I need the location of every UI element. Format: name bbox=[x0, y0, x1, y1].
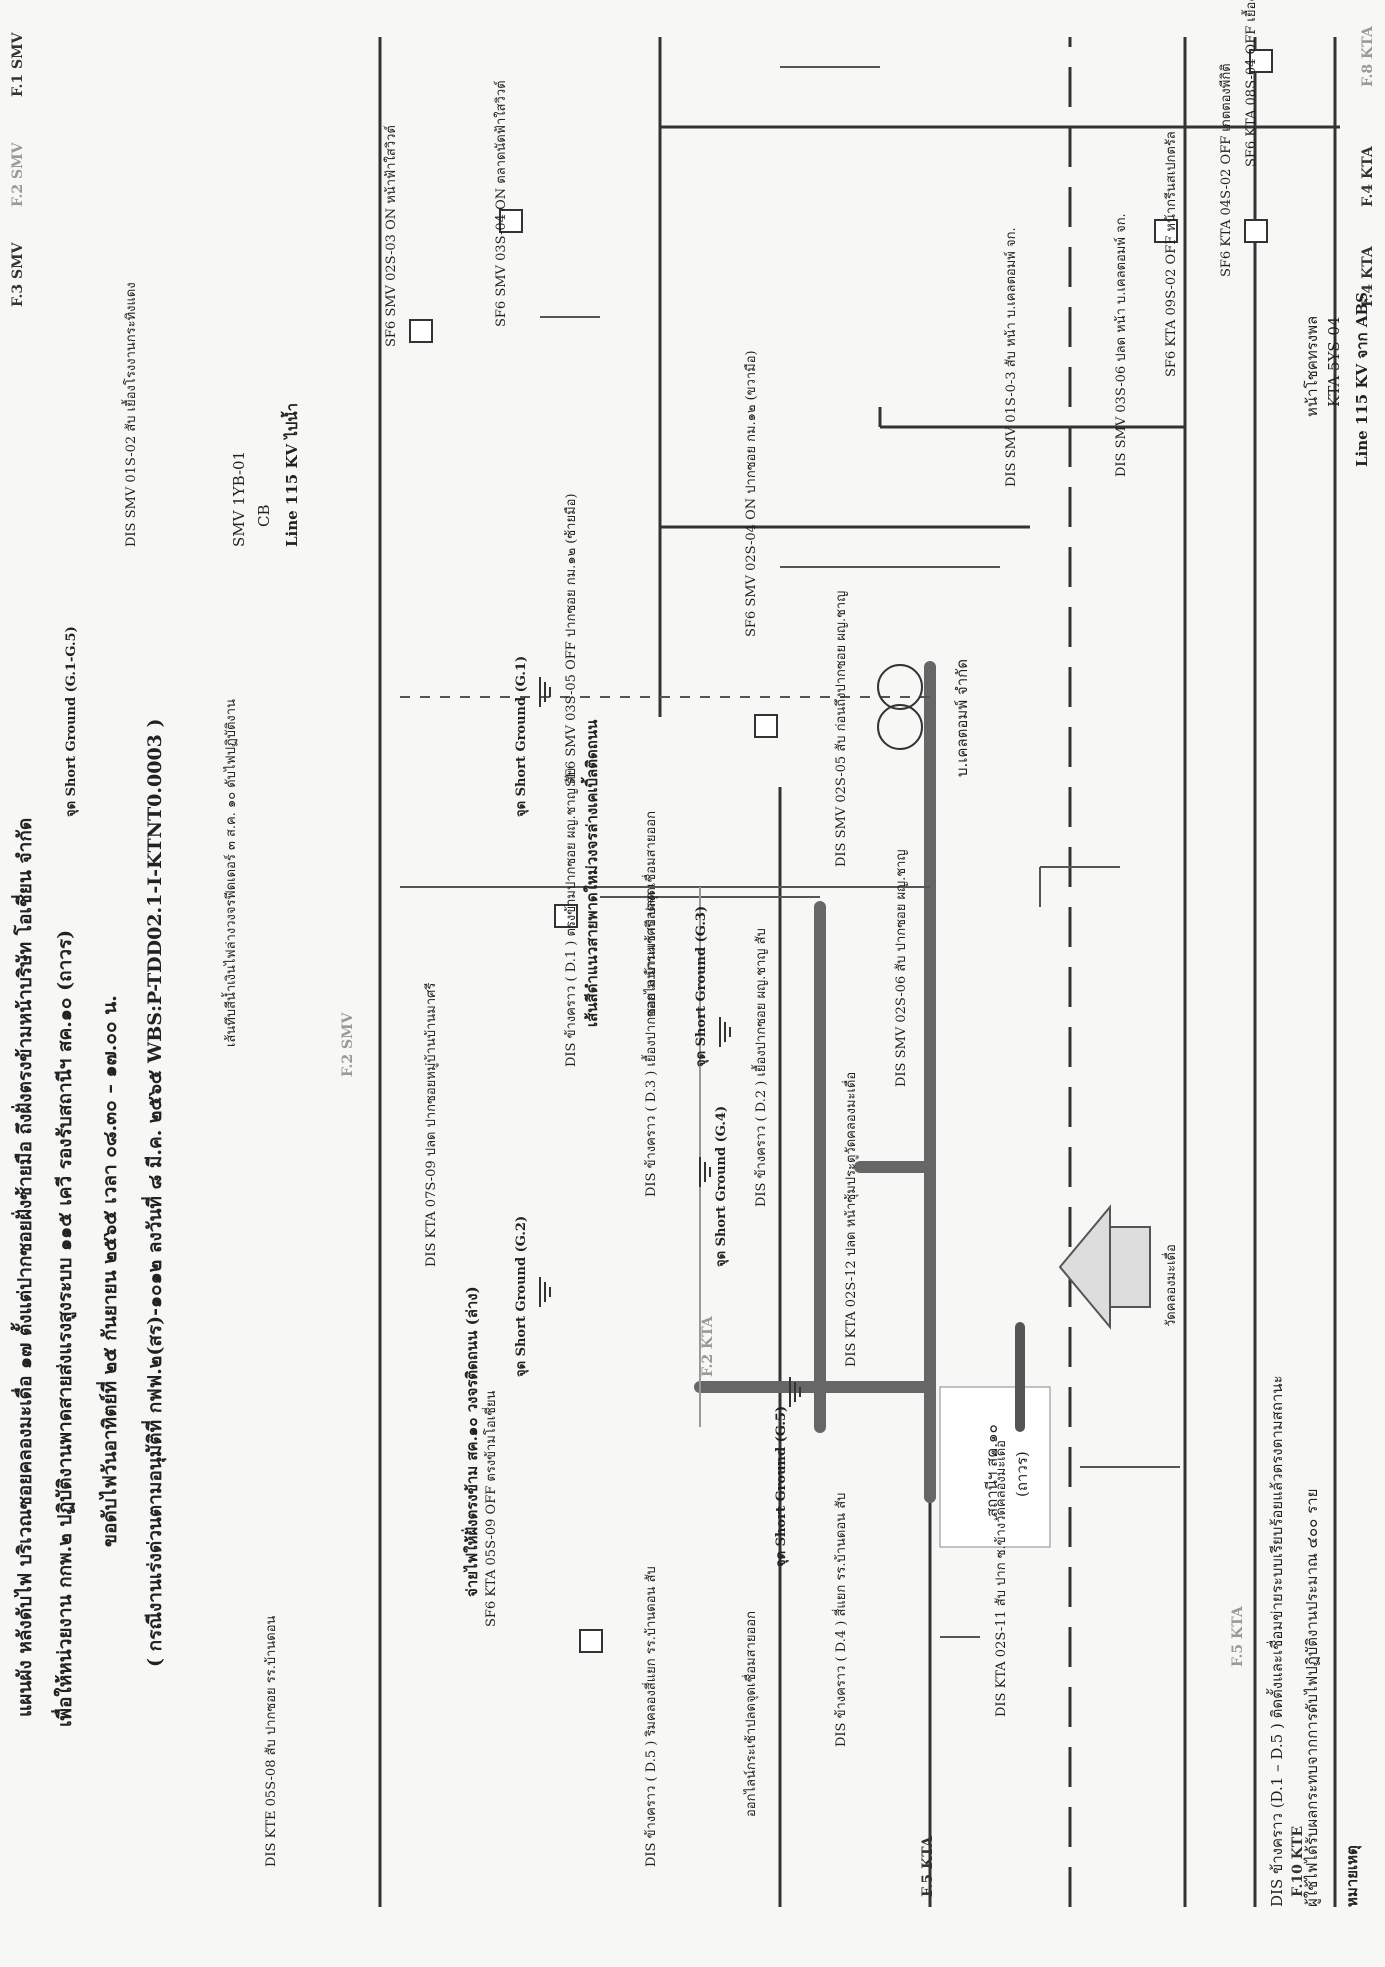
ground-g5 bbox=[789, 1377, 801, 1407]
ground-g2-label: จุด Short Ground (G.2) bbox=[514, 1215, 529, 1377]
feeder-f2-smv: F.2 SMV bbox=[340, 1012, 356, 1078]
line115-right-id: SMV 1YB-01 bbox=[230, 450, 248, 547]
sf6-kta05-09-box bbox=[579, 1629, 603, 1653]
ground-g4 bbox=[699, 1157, 711, 1187]
temple-label: วัดคลองมะเดื่อ bbox=[1164, 1244, 1179, 1327]
sw-smv01-03-label: DIS SMV 01S-0-3 สับ หน้า บ.เคลตอมพ์ จก. bbox=[1004, 227, 1019, 487]
sf6-kta04-box bbox=[1244, 219, 1268, 243]
sw-kta07-09-label: DIS KTA 07S-09 ปลด ปากซอยหมู่บ้านบ้านมาศ… bbox=[424, 982, 439, 1267]
line115-left-loc: หน้าโชคทรงพล bbox=[1303, 315, 1321, 417]
header-line2: เพื่อให้หน่วยงาน กกพ.๒ ปฏิบัติงานพาดสายส… bbox=[54, 929, 76, 1727]
header-line1: แผนผัง หลังดับไฟ บริเวณซอยคลองมะเดื่อ ๑๗… bbox=[14, 817, 36, 1717]
sw-smv02-05-label: DIS SMV 02S-05 สับ ก่อนถึงปากซอย ผญ.ชาญ bbox=[834, 590, 849, 867]
station-sub: (ถาวร) bbox=[1013, 1451, 1031, 1497]
ground-g3-label: จุด Short Ground (G.3) bbox=[694, 905, 709, 1067]
sw-smv03-04-label: SF6 SMV 03S-04 ON ตลาดนัดฟ้าใสวิวต์ bbox=[494, 80, 509, 327]
notes-n1: ผู้ใช้ไฟได้รับผลกระทบจากการดับไฟปฏิบัติง… bbox=[1303, 1488, 1321, 1907]
ground-g2 bbox=[539, 1277, 551, 1307]
feeder-f5-kta: F.5 KTA bbox=[920, 1836, 936, 1897]
open-cut-bottom: ออกไลน์กระเช้าปลดจุดเชื่อมสายออก bbox=[744, 1611, 759, 1817]
sw-smv01-02-label: DIS SMV 01S-02 สับ เยื้องโรงงานกระทิงแดง bbox=[124, 282, 139, 547]
sw-kta02-12-label: DIS KTA 02S-12 ปลด หน้าซุ้มประตูวัดคลองม… bbox=[844, 1071, 859, 1367]
transformer-label: บ.เคลตอมพ์ จำกัด bbox=[953, 659, 971, 777]
sf6-smv02-03-box bbox=[409, 319, 433, 343]
feeder-f1-smv: F.1 SMV bbox=[10, 32, 26, 98]
feeder-f2-kta: F.2 KTA bbox=[700, 1316, 716, 1377]
sw-kte05-08-label: DIS KTE 05S-08 สับ ปากซอย รร.บ้านดอน bbox=[264, 1615, 279, 1867]
sw-smv02-04-label: SF6 SMV 02S-04 ON ปากซอย กม.๑๒ (ขวามือ) bbox=[744, 350, 759, 637]
sf6-kta08-box bbox=[1249, 49, 1273, 73]
feeder-f4-kta-a: F.4 KTA bbox=[1360, 146, 1376, 207]
sw-smv03-05-label: SF6 SMV 03S-05 OFF ปากซอย กม.๑๒ (ซ้ายมือ… bbox=[564, 493, 579, 787]
jumper-d2: DIS ข้างคราว ( D.2 ) เยื้องปากซอย ผญ.ชาญ… bbox=[754, 928, 769, 1207]
ground-g1 bbox=[539, 677, 551, 707]
overhead-route-note: เส้นสีดำแนวสายพาดใหม่วงจรล่างเคเบิ้ลติดถ… bbox=[583, 719, 601, 1027]
ground-g1-label: จุด Short Ground (G.1) bbox=[514, 655, 529, 817]
ground-g4-label: จุด Short Ground (G.4) bbox=[714, 1105, 729, 1267]
sw-smv03-06-label: DIS SMV 03S-06 ปลด หน้า บ.เคลตอมพ์ จก. bbox=[1114, 213, 1129, 477]
line115-right-title: Line 115 KV ไปน้ำ bbox=[283, 402, 301, 547]
feeder-f3-smv: F.3 SMV bbox=[10, 242, 26, 308]
legend bbox=[1015, 866, 1120, 1432]
temple-icon bbox=[1058, 1204, 1151, 1330]
jumper-d4: DIS ข้างคราว ( D.4 ) สี่แยก รร.บ้านดอน ส… bbox=[834, 1492, 849, 1747]
ground-g3 bbox=[719, 1017, 731, 1047]
header-line4: ( กรณีงานเร่งด่วนตามอนุมัติที่ กฟฟ.๒(สร)… bbox=[144, 718, 166, 1667]
header-line3: ขอดับไฟวันอาทิตย์ที่ ๒๕ กันยายน ๒๕๖๕ เวล… bbox=[99, 995, 121, 1547]
open-cut-top: ออกไลน์กระเช้าปลดจุดเชื่อมสายออก bbox=[644, 811, 659, 1017]
pole-note: เส้นทึบสีน้ำเงินไฟล่างวงจรฟีดเดอร์ ๓ ส.ค… bbox=[224, 699, 239, 1047]
feeder-f8-kta: F.8 KTA bbox=[1360, 26, 1376, 87]
notes-n2: DIS ข้างคราว (D.1 – D.5 ) ติดตั้งและเชื่… bbox=[1268, 1375, 1286, 1907]
sw-smv02-03-label: SF6 SMV 02S-03 ON หน้าฟ้าใสวิวต์ bbox=[384, 125, 399, 347]
feeder-f2-smv-b: F.2 SMV bbox=[10, 142, 26, 208]
transformer-symbol bbox=[877, 664, 923, 750]
legend-ground-label: จุด Short Ground (G.1-G.5) bbox=[64, 626, 79, 817]
ground-g5-label: จุด Short Ground (G.5) bbox=[774, 1405, 789, 1567]
line115-left-title: Line 115 KV จาก ABS bbox=[1353, 291, 1371, 467]
sf6-smv03-04-box bbox=[499, 209, 523, 233]
line115-right-cb: CB bbox=[255, 504, 273, 528]
sf6-kta09-box bbox=[1154, 219, 1178, 243]
sf6-smv03-05-box bbox=[554, 904, 578, 928]
station-label: สถานีฯ สค.๑๐ bbox=[983, 1424, 1001, 1517]
jumper-d1: DIS ข้างคราว ( D.1 ) ตรงข้ามปากซอย ผญ.ชา… bbox=[564, 767, 579, 1067]
feeder-f5-kta-b: F.5 KTA bbox=[1230, 1606, 1246, 1667]
sw-kta08-label: SF6 KTA 08S-04 OFF เยื้องโตโยต้าพีวีวี bbox=[1244, 0, 1259, 167]
supply-note: จ่ายไฟให้ฝั่งตรงข้าม สค.๑๐ วงจรติดถนน (ล… bbox=[463, 1286, 481, 1597]
notes-heading: หมายเหตุ bbox=[1343, 1845, 1361, 1907]
sf6-smv02-04-box bbox=[754, 714, 778, 738]
jumper-d5: DIS ข้างคราว ( D.5 ) ริมคลองสี่แยก รร.บ้… bbox=[644, 1566, 659, 1867]
sw-kta04-label: SF6 KTA 04S-02 OFF เกตตองพีกิติ bbox=[1219, 63, 1234, 277]
sw-kta09-label: SF6 KTA 09S-02 OFF หน้ากรีนสเปกตรัล bbox=[1164, 131, 1179, 377]
sw-smv02-06-label: DIS SMV 02S-06 สับ ปากซอย ผญ.ชาญ bbox=[894, 849, 909, 1087]
line115-left-id: KTA 5YS-04 bbox=[1325, 316, 1343, 407]
